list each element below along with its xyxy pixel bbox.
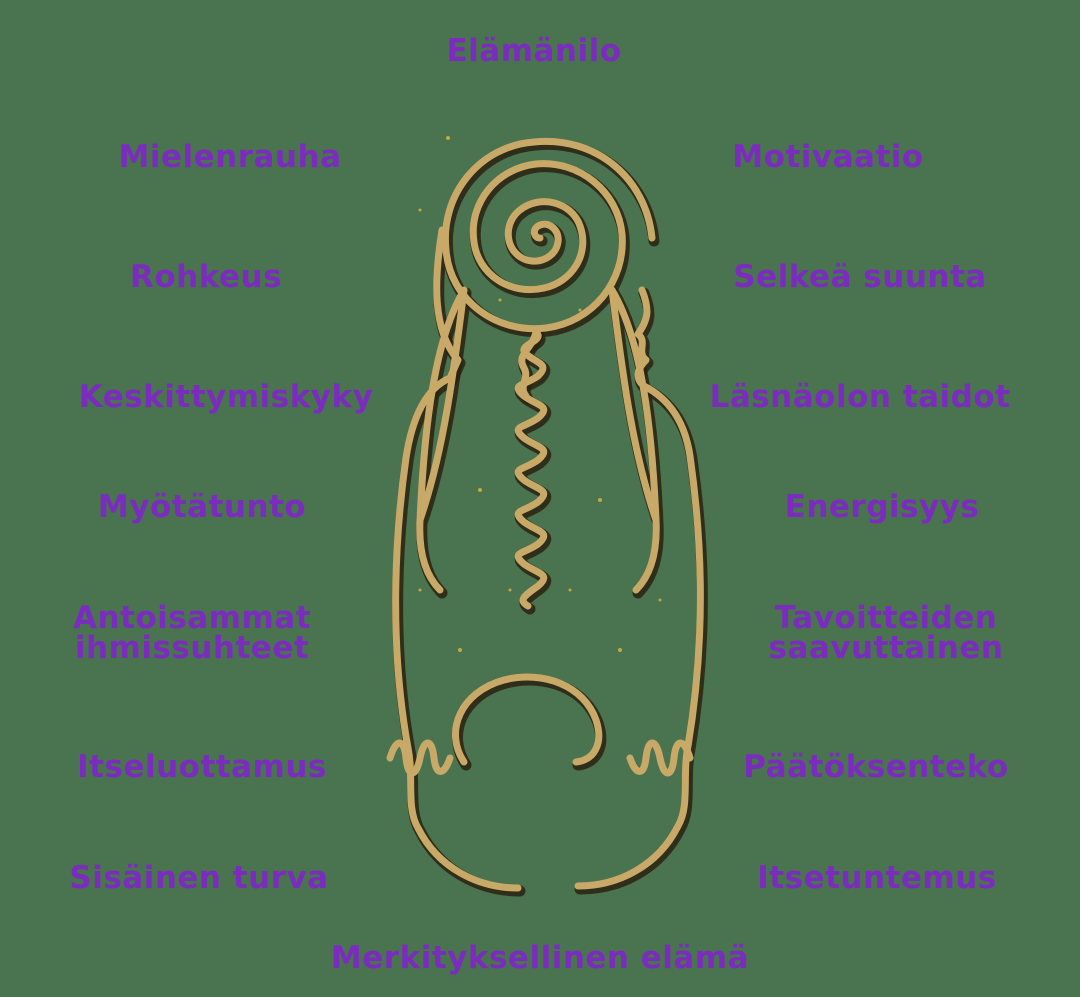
label-line-1: Antoisammat — [72, 600, 312, 636]
label-left-mielenrauha: Mielenrauha — [118, 139, 342, 175]
label-line-1: Tavoitteiden — [774, 600, 998, 636]
label-right-paatoksenteko: Päätöksenteko — [743, 749, 1009, 785]
label-right-selkea-suunta: Selkeä suunta — [733, 259, 987, 295]
label-right-motivaatio: Motivaatio — [732, 139, 924, 175]
label-left-rohkeus: Rohkeus — [129, 259, 283, 295]
gold-specks — [418, 136, 662, 652]
label-right-tavoitteiden-saavuttainen: Tavoitteiden saavuttainen — [768, 600, 1004, 666]
label-left-sisainen-turva: Sisäinen turva — [69, 860, 329, 896]
label-top-elamanilo: Elämänilo — [446, 33, 622, 69]
label-right-lasnaolon-taidot: Läsnäolon taidot — [709, 379, 1011, 415]
label-left-itseluottamus: Itseluottamus — [77, 749, 327, 785]
spiral-head-figure-icon — [386, 136, 708, 897]
label-right-energisyys: Energisyys — [784, 489, 980, 525]
label-line-2: saavuttainen — [768, 630, 1004, 666]
label-bottom-merkityksellinen-elama: Merkityksellinen elämä — [330, 940, 750, 976]
label-left-antoisammat-ihmissuhteet: Antoisammat ihmissuhteet — [72, 600, 312, 666]
label-line-2: ihmissuhteet — [74, 630, 310, 666]
label-right-itsetuntemus: Itsetuntemus — [757, 860, 997, 896]
figure-gold — [386, 137, 704, 892]
label-left-keskittymiskyky: Keskittymiskyky — [78, 379, 374, 415]
label-left-myotatunto: Myötätunto — [97, 489, 307, 525]
